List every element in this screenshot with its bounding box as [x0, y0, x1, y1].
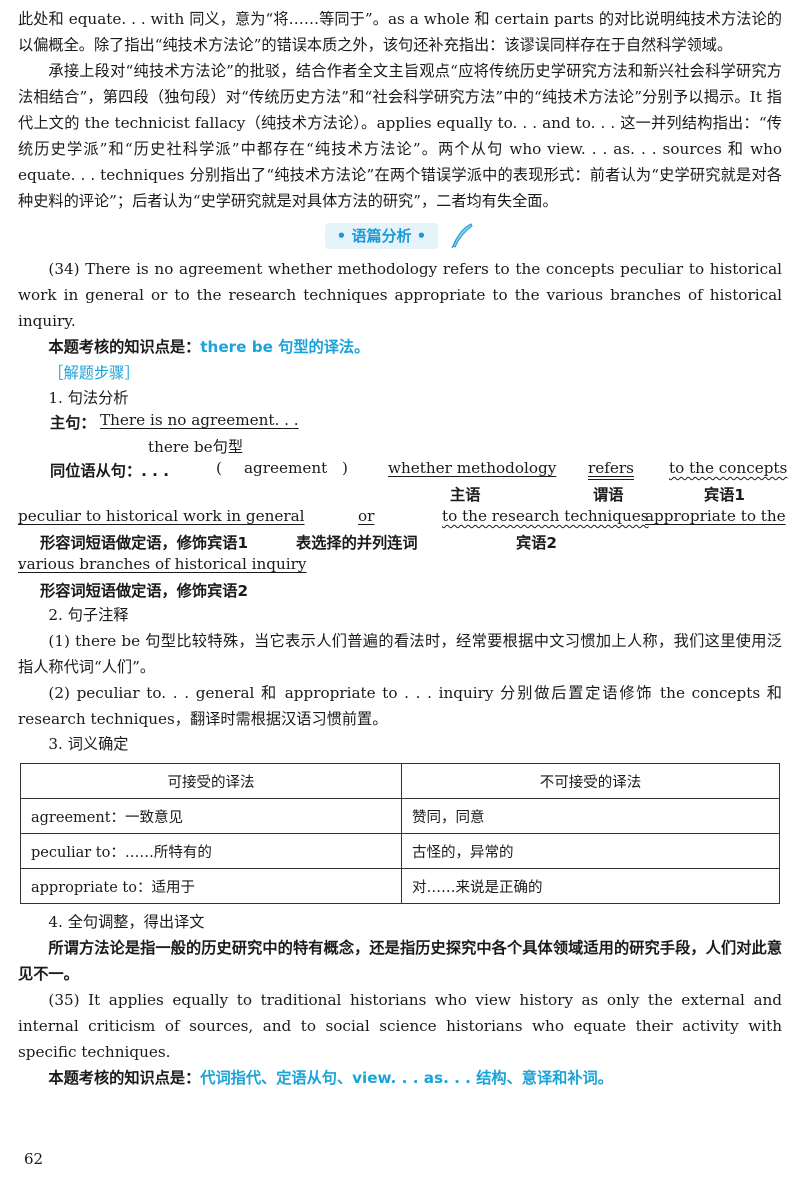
- steps-label: ［解题步骤］: [18, 360, 782, 386]
- appositive-line: 同位语从句：. . . ( agreement ) whether method…: [18, 459, 787, 483]
- paragraph-1: 此处和 equate. . . with 同义，意为“将……等同于”。as a …: [18, 10, 782, 54]
- table-cell: appropriate to：适用于: [20, 868, 402, 904]
- label-verb: 谓语: [593, 486, 624, 504]
- table-row: appropriate to：适用于 对……来说是正确的: [20, 868, 780, 904]
- main-clause-text: There is no agreement. . .: [100, 411, 299, 429]
- word-research-techniques: to the research techniques: [442, 507, 649, 525]
- step-1-title: 1. 句法分析: [48, 389, 129, 407]
- section-banner: • 语篇分析 •: [18, 222, 782, 250]
- word-or: or: [358, 507, 375, 525]
- vocabulary-table: 可接受的译法 不可接受的译法 agreement：一致意见 赞同，同意 pecu…: [20, 763, 780, 904]
- kp35-value: 代词指代、定语从句、view. . . as. . . 结构、意译和补词。: [200, 1069, 613, 1087]
- appositive-agreement: agreement: [244, 459, 328, 477]
- paren-open: (: [216, 459, 222, 477]
- table-cell: peculiar to：……所特有的: [20, 833, 402, 869]
- knowledge-point-34: 本题考核的知识点是：there be 句型的译法。: [18, 334, 782, 360]
- step-3-title: 3. 词义确定: [48, 735, 129, 753]
- note-1: (1) there be 句型比较特殊，当它表示人们普遍的看法时，经常要根据中文…: [18, 632, 782, 676]
- step-2-title: 2. 句子注释: [48, 606, 129, 624]
- table-cell: 对……来说是正确的: [401, 868, 780, 904]
- page-number: 62: [24, 1150, 44, 1168]
- knowledge-point-35: 本题考核的知识点是：代词指代、定语从句、view. . . as. . . 结构…: [18, 1065, 782, 1091]
- table-row: peculiar to：……所特有的 古怪的，异常的: [20, 833, 780, 869]
- kp34-value: there be 句型的译法。: [200, 338, 370, 356]
- word-refers: refers: [588, 459, 634, 477]
- label-adj-1: 形容词短语做定语，修饰宾语1: [40, 534, 249, 552]
- table-cell: agreement：一致意见: [20, 798, 402, 834]
- main-clause-note: there be句型: [148, 438, 244, 456]
- kp35-prefix: 本题考核的知识点是：: [48, 1069, 201, 1087]
- word-peculiar: peculiar to historical work in general: [18, 507, 305, 525]
- word-whether-methodology: whether methodology: [388, 459, 557, 477]
- banner-title: • 语篇分析 •: [324, 222, 439, 249]
- translation-34: 所谓方法论是指一般的历史研究中的特有概念，还是指历史探究中各个具体领域适用的研究…: [18, 939, 782, 983]
- paragraph-2: 承接上段对“纯技术方法论”的批驳，结合作者全文主旨观点“应将传统历史学研究方法和…: [18, 62, 782, 210]
- various-label-line: 形容词短语做定语，修饰宾语2: [18, 579, 782, 603]
- various-line: various branches of historical inquiry.: [18, 555, 782, 579]
- paren-close: ): [342, 459, 348, 477]
- sentence-34: (34) There is no agreement whether metho…: [18, 260, 782, 330]
- table-header: 可接受的译法: [20, 763, 402, 799]
- label-adj-2: 形容词短语做定语，修饰宾语2: [40, 582, 249, 600]
- label-object-2: 宾语2: [516, 534, 557, 552]
- modifier-line: peculiar to historical work in general o…: [18, 507, 786, 531]
- page-content: 此处和 equate. . . with 同义，意为“将……等同于”。as a …: [18, 6, 787, 1091]
- table-cell: 赞同，同意: [401, 798, 780, 834]
- kp34-prefix: 本题考核的知识点是：: [48, 338, 201, 356]
- label-subject: 主语: [450, 486, 481, 504]
- note-2: (2) peculiar to. . . general 和 appropria…: [18, 684, 782, 728]
- table-cell: 古怪的，异常的: [401, 833, 780, 869]
- step-4-title: 4. 全句调整，得出译文: [48, 913, 205, 931]
- word-appropriate: appropriate to the: [645, 507, 786, 525]
- label-object-1: 宾语1: [704, 486, 745, 504]
- appositive-labels-line: 主语 谓语 宾语1: [18, 483, 782, 507]
- quill-pen-icon: [451, 223, 473, 249]
- sentence-35: (35) It applies equally to traditional h…: [18, 991, 782, 1061]
- main-note-line: there be句型: [18, 435, 782, 459]
- label-or: 表选择的并列连词: [296, 534, 418, 552]
- main-clause-label: 主句：: [50, 414, 96, 432]
- table-row: agreement：一致意见 赞同，同意: [20, 798, 780, 834]
- modifier-labels-line: 形容词短语做定语，修饰宾语1 表选择的并列连词 宾语2: [18, 531, 782, 555]
- word-to-the-concepts: to the concepts: [669, 459, 788, 477]
- word-period: .: [18, 555, 23, 573]
- appositive-label: 同位语从句：. . .: [50, 462, 170, 480]
- table-header: 不可接受的译法: [401, 763, 780, 799]
- table-header-row: 可接受的译法 不可接受的译法: [20, 763, 780, 799]
- main-clause-line: 主句： There is no agreement. . .: [18, 411, 782, 435]
- word-various-branches: various branches of historical inquiry: [18, 555, 307, 573]
- steps-label-text: ［解题步骤］: [48, 364, 140, 382]
